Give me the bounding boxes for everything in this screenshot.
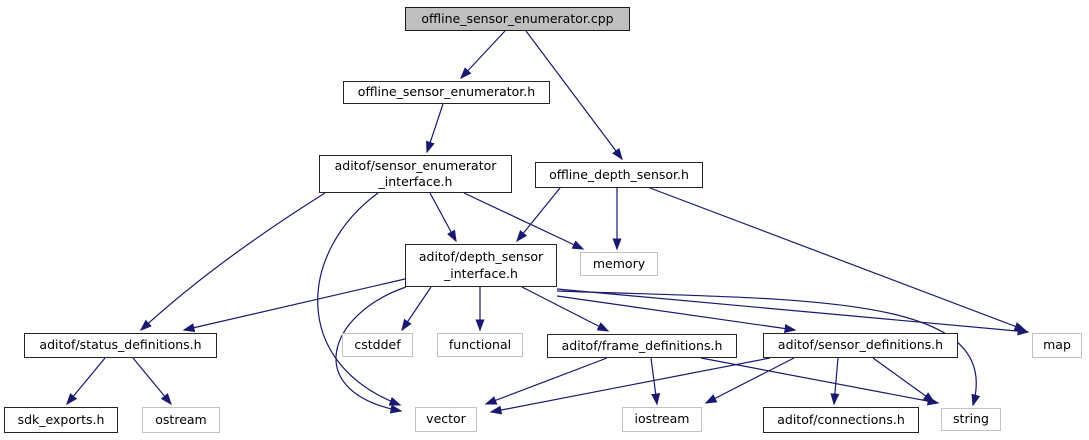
- graph-node-cstddef: cstddef: [342, 333, 413, 357]
- graph-node-string: string: [941, 408, 1001, 431]
- edge-sensor_enumerator_interface_h-to-memory: [463, 192, 585, 250]
- edge-depth_sensor_interface_h-to-vector: [335, 286, 407, 414]
- graph-node-label: offline_depth_sensor.h: [549, 166, 689, 182]
- edge-offline_sensor_enumerator_cpp-to-offline_depth_sensor_h: [525, 30, 623, 161]
- graph-node-vector: vector: [415, 407, 477, 432]
- graph-node-label: aditof/depth_sensor _interface.h: [418, 249, 544, 281]
- graph-node-label: iostream: [634, 411, 690, 427]
- graph-node-label: aditof/status_definitions.h: [39, 337, 202, 353]
- graph-node-depth_sensor_interface_h[interactable]: aditof/depth_sensor _interface.h: [405, 244, 557, 287]
- edge-offline_depth_sensor_h-to-map: [649, 187, 1027, 331]
- graph-node-status_definitions_h[interactable]: aditof/status_definitions.h: [24, 333, 217, 358]
- graph-node-label: cstddef: [354, 336, 401, 352]
- graph-node-map: map: [1032, 333, 1082, 358]
- graph-node-label: sdk_exports.h: [17, 411, 105, 427]
- edge-sensor_enumerator_interface_h-to-status_definitions_h: [139, 192, 326, 332]
- edge-sensor_definitions_h-to-connections_h: [830, 357, 840, 406]
- graph-node-offline_sensor_enumerator_cpp: offline_sensor_enumerator.cpp: [405, 7, 630, 31]
- graph-node-label: aditof/connections.h: [777, 411, 905, 427]
- graph-node-label: memory: [592, 255, 646, 271]
- edge-offline_sensor_enumerator_cpp-to-offline_sensor_enumerator_h: [459, 30, 506, 80]
- graph-node-label: map: [1043, 337, 1071, 353]
- graph-node-label: offline_sensor_enumerator.cpp: [421, 10, 614, 26]
- edge-frame_definitions_h-to-string: [700, 357, 940, 406]
- edge-depth_sensor_interface_h-to-sensor_definitions_h: [556, 295, 797, 333]
- edge-sensor_enumerator_interface_h-to-vector: [317, 192, 402, 406]
- graph-node-connections_h[interactable]: aditof/connections.h: [763, 407, 919, 433]
- edge-depth_sensor_interface_h-to-status_definitions_h: [182, 278, 406, 333]
- graph-node-label: string: [953, 411, 989, 427]
- edge-depth_sensor_interface_h-to-map: [556, 288, 1030, 336]
- graph-node-sensor_definitions_h[interactable]: aditof/sensor_definitions.h: [763, 333, 958, 358]
- graph-node-label: aditof/sensor_definitions.h: [777, 337, 944, 353]
- graph-node-memory: memory: [580, 252, 658, 276]
- edge-sensor_definitions_h-to-vector: [489, 357, 771, 415]
- graph-node-label: ostream: [155, 411, 207, 427]
- edge-sensor_definitions_h-to-iostream: [704, 357, 795, 404]
- edge-sensor_enumerator_interface_h-to-depth_sensor_interface_h: [429, 192, 457, 243]
- edge-offline_depth_sensor_h-to-depth_sensor_interface_h: [516, 187, 561, 243]
- edge-depth_sensor_interface_h-to-cstddef: [401, 286, 432, 332]
- edge-depth_sensor_interface_h-to-string: [556, 290, 981, 407]
- edge-status_definitions_h-to-sdk_exports_h: [66, 357, 106, 406]
- graph-node-label: aditof/sensor_enumerator _interface.h: [334, 157, 497, 189]
- graph-node-frame_definitions_h[interactable]: aditof/frame_definitions.h: [547, 334, 737, 358]
- edge-sensor_definitions_h-to-string: [872, 357, 936, 403]
- graph-node-sdk_exports_h[interactable]: sdk_exports.h: [4, 407, 118, 433]
- graph-node-offline_sensor_enumerator_h[interactable]: offline_sensor_enumerator.h: [343, 81, 550, 104]
- graph-node-functional: functional: [437, 333, 523, 357]
- graph-node-label: functional: [448, 336, 512, 352]
- graph-node-offline_depth_sensor_h[interactable]: offline_depth_sensor.h: [535, 162, 703, 188]
- graph-node-sensor_enumerator_interface_h[interactable]: aditof/sensor_enumerator _interface.h: [319, 155, 512, 193]
- graph-node-ostream: ostream: [142, 407, 220, 433]
- graph-node-label: aditof/frame_definitions.h: [561, 337, 723, 353]
- edge-offline_sensor_enumerator_h-to-sensor_enumerator_interface_h: [426, 103, 444, 154]
- edge-frame_definitions_h-to-vector: [484, 357, 608, 405]
- graph-node-label: vector: [426, 411, 466, 427]
- edge-status_definitions_h-to-ostream: [132, 357, 172, 406]
- graph-node-iostream: iostream: [622, 407, 702, 432]
- graph-node-label: offline_sensor_enumerator.h: [357, 84, 536, 100]
- edge-depth_sensor_interface_h-to-frame_definitions_h: [521, 286, 610, 332]
